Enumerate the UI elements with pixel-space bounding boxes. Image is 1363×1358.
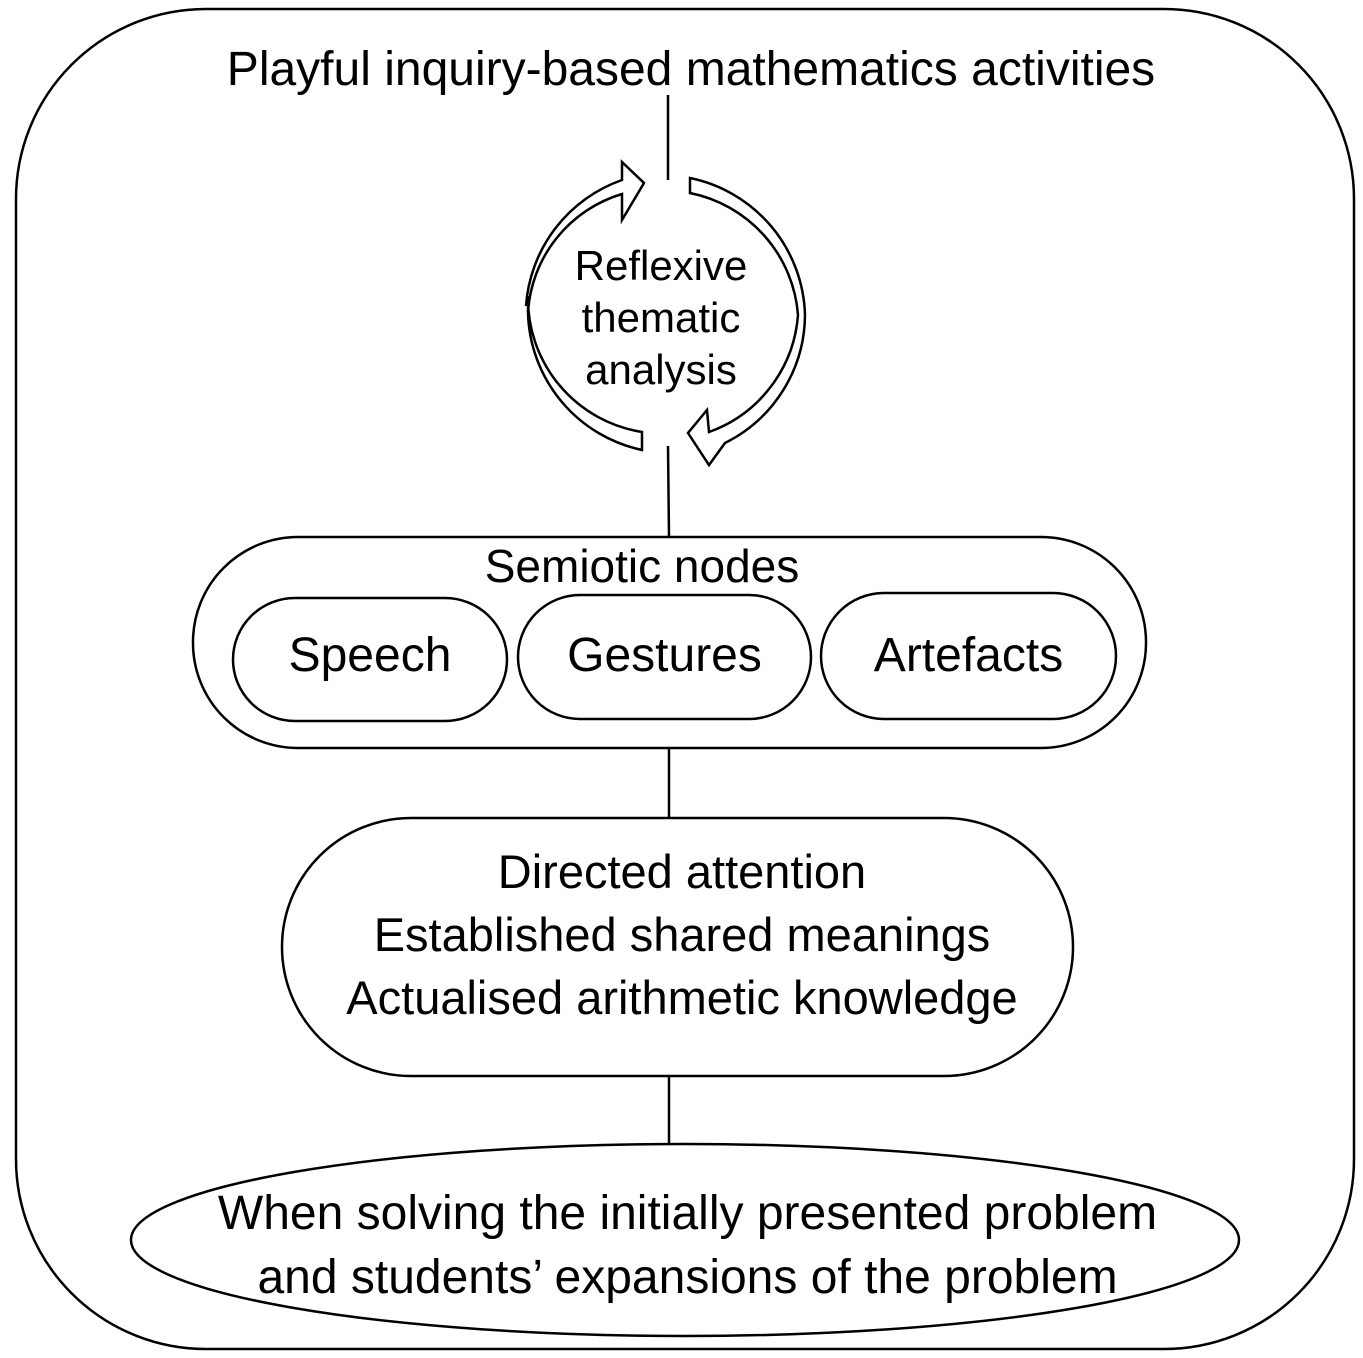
node-box-gestures [516, 593, 813, 721]
context-line: and students’ expansions of the problem [257, 1251, 1118, 1304]
semiotic-nodes-container [191, 535, 1148, 750]
outcome-line: Established shared meanings [373, 908, 991, 961]
node-label-gestures: Gestures [567, 629, 762, 682]
outcomes-capsule [280, 816, 1075, 1078]
cycle-label-line: analysis [585, 346, 737, 393]
cycle-arrow-right-icon [686, 176, 807, 468]
outcome-line: Directed attention [497, 845, 867, 898]
outer-frame [14, 7, 1356, 1351]
cycle-label-line: thematic [581, 294, 741, 341]
context-line: When solving the initially presented pro… [217, 1187, 1158, 1240]
semiotic-nodes-title: Semiotic nodes [484, 540, 800, 592]
outcomes-text: Directed attention Established shared me… [290, 840, 1074, 1029]
outcome-line: Actualised arithmetic knowledge [346, 971, 1018, 1024]
node-box-speech [231, 596, 509, 723]
cycle-label-line: Reflexive [574, 242, 748, 289]
node-label-artefacts: Artefacts [873, 629, 1064, 682]
context-ellipse [129, 1142, 1241, 1338]
cycle-label: Reflexive thematic analysis [560, 240, 762, 396]
connector-cycle-nodes [666, 445, 671, 538]
context-text: When solving the initially presented pro… [120, 1182, 1255, 1310]
diagram-title: Playful inquiry-based mathematics activi… [226, 43, 1156, 96]
node-box-artefacts [819, 591, 1118, 721]
node-label-speech: Speech [288, 629, 452, 682]
cycle-arrow-left-icon [526, 295, 644, 452]
cycle-arrow-upper-icon [524, 159, 646, 313]
